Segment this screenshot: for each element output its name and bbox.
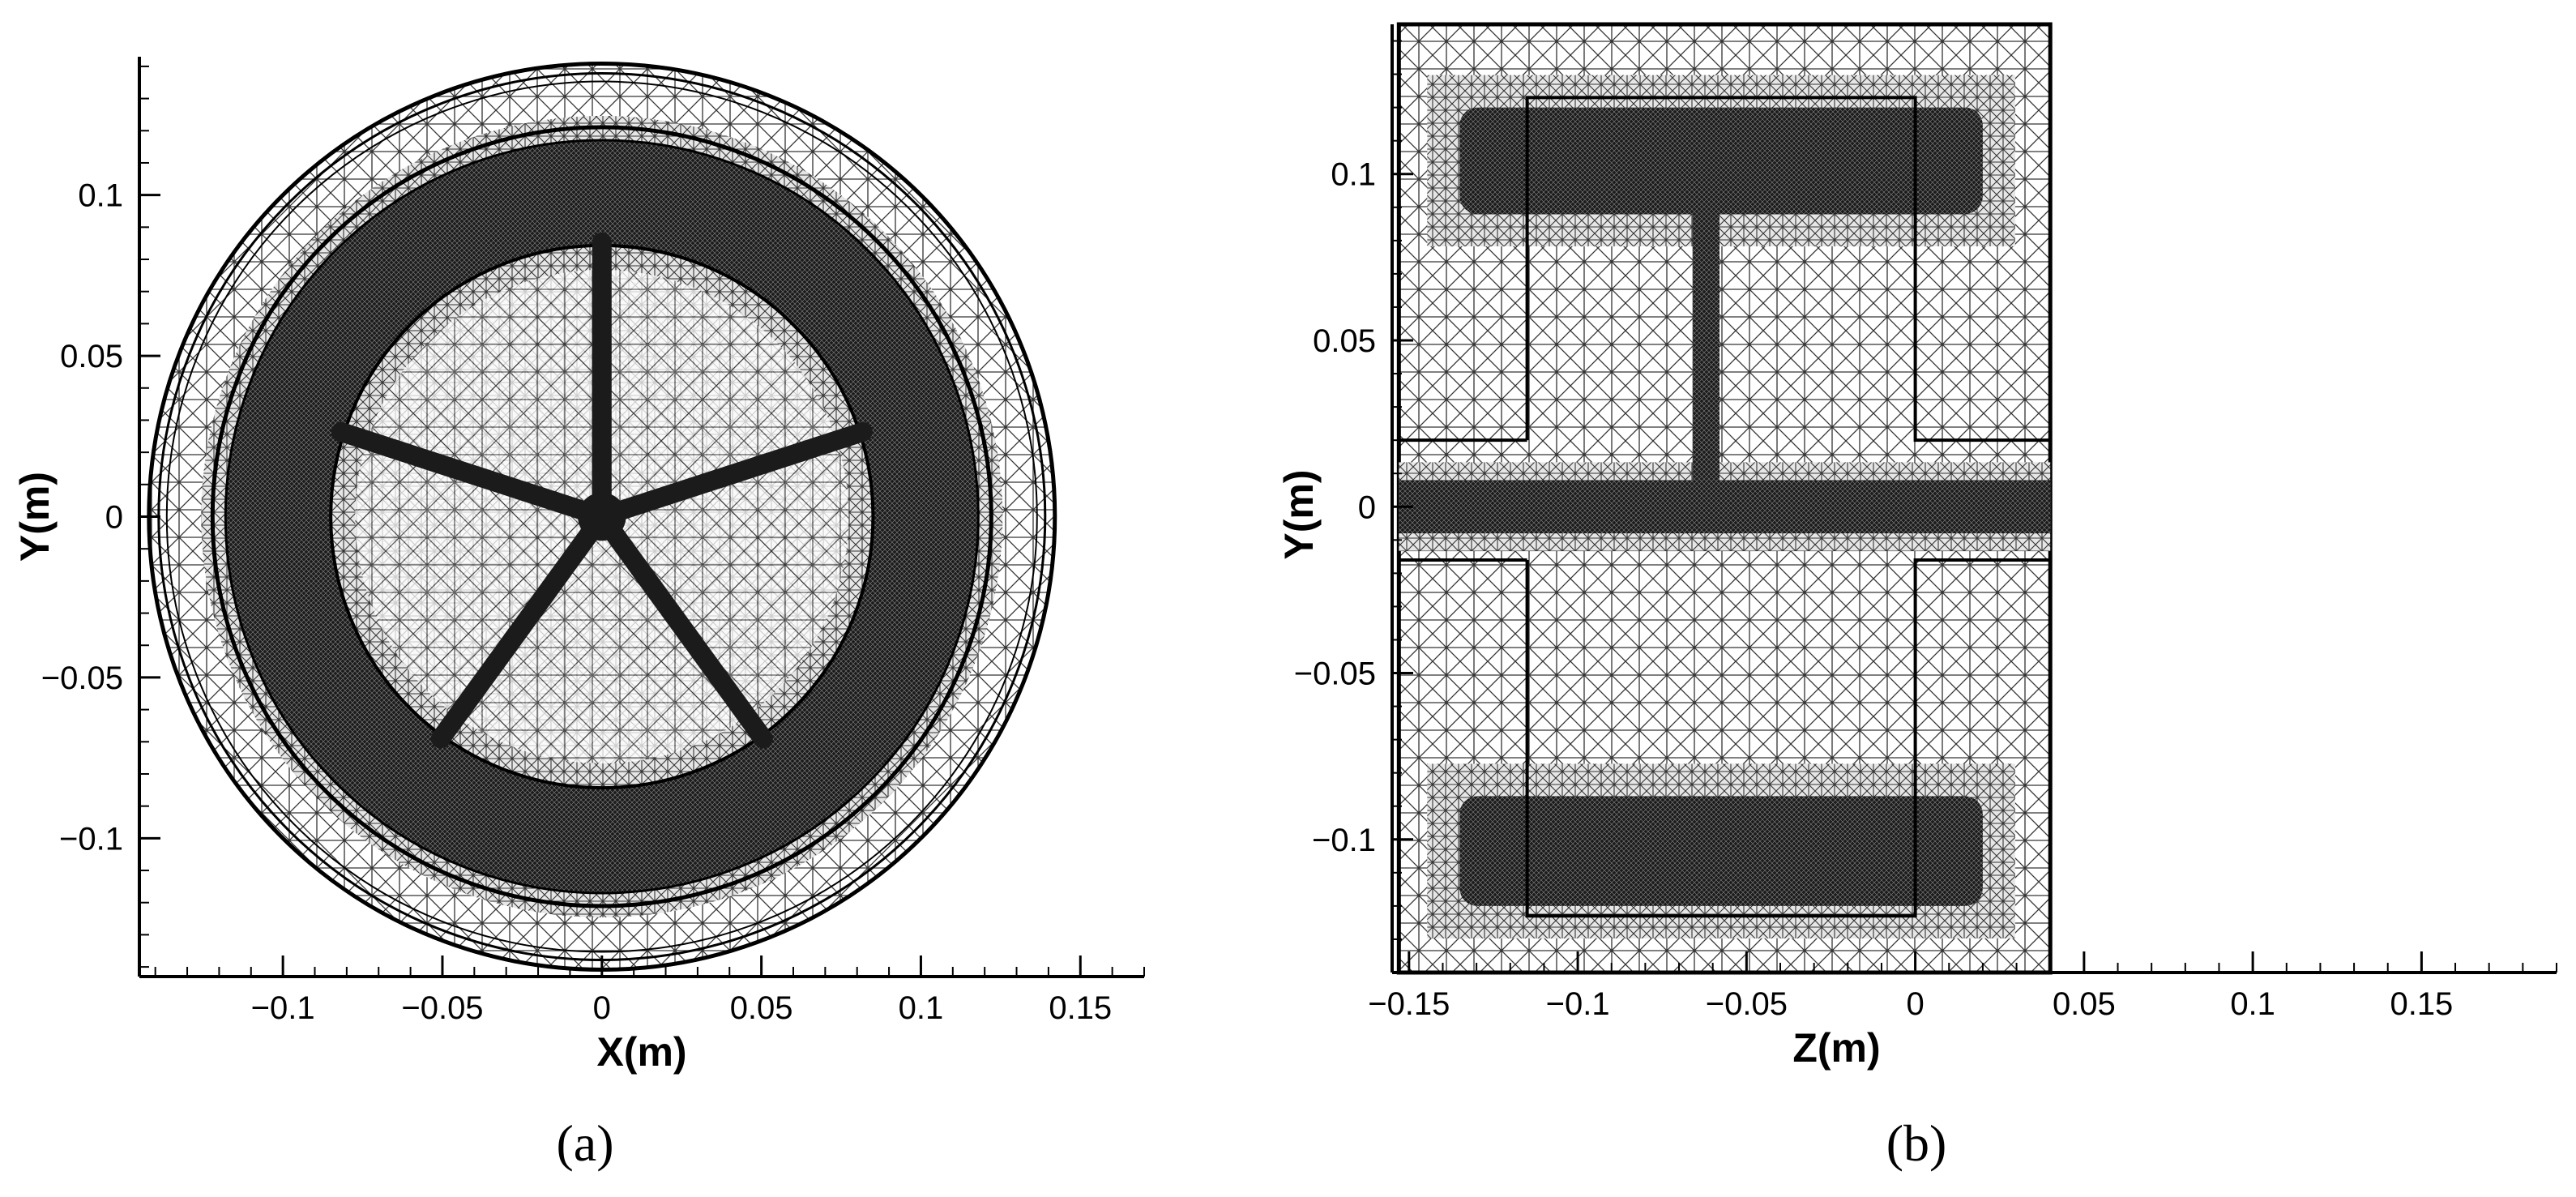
panel-b-y-tick-label: −0.05: [1294, 656, 1376, 692]
spoke: [592, 421, 873, 527]
outer-boundary-layer: [165, 80, 1038, 953]
panel-a-x-axis-title: X(m): [596, 1029, 686, 1075]
rim-bottom: [1459, 796, 1983, 906]
panel-a: −0.1 −0.05 0 0.05 0.1 0.15 0.1 0.05 0 −0.05 −0.1 X…: [12, 57, 1145, 1172]
panel-b-x-tick-label: −0.05: [1706, 986, 1788, 1022]
rim-top: [1459, 107, 1983, 214]
panel-b-x-tick-label: 0.15: [2390, 986, 2453, 1022]
panel-a-x-tick-label: −0.1: [251, 990, 315, 1026]
panel-b-x-tick-label: −0.15: [1368, 986, 1450, 1022]
panel-a-x-tick-label: 0.05: [730, 990, 793, 1026]
panel-a-y-tick-label: −0.05: [41, 660, 123, 696]
panel-a-y-axis-title: Y(m): [12, 472, 58, 562]
panel-b-x-tick-label: 0.1: [2230, 986, 2275, 1022]
panel-b: −0.15 −0.1 −0.05 0 0.05 0.1 0.15 0.1 0.05 0 −0.05 −…: [1276, 22, 2557, 1172]
hub: [578, 492, 626, 541]
panel-b-y-tick-label: 0: [1358, 489, 1376, 525]
panel-a-axes: −0.1 −0.05 0 0.05 0.1 0.15 0.1 0.05 0 −0.05 −0.1: [41, 57, 1145, 1026]
rotating-zone-outline-bottom: [1525, 558, 2051, 918]
spoke: [331, 421, 612, 527]
panel-a-y-tick-label: 0.1: [78, 178, 123, 214]
spoke: [592, 507, 773, 749]
panel-a-label: (a): [556, 1114, 613, 1172]
panel-a-y-tick-label: 0.05: [60, 339, 123, 374]
hub-band: [1399, 480, 2051, 534]
panel-b-axes: −0.15 −0.1 −0.05 0 0.05 0.1 0.15 0.1 0.05 0 −0.05 −…: [1294, 24, 2557, 1022]
panel-a-y-tick-label: −0.1: [59, 821, 123, 857]
panel-b-y-axis-title: Y(m): [1276, 469, 1322, 559]
panel-a-x-tick-label: 0.15: [1049, 990, 1112, 1026]
rotating-zone-outline-top: [1525, 96, 2051, 442]
panel-b-x-tick-label: 0: [1906, 986, 1924, 1022]
panel-b-y-tick-label: −0.1: [1312, 823, 1376, 858]
panel-b-x-axis-title: Z(m): [1792, 1025, 1880, 1071]
panel-a-y-tick-label: 0: [105, 500, 123, 536]
panel-b-y-tick-label: 0.05: [1313, 323, 1376, 359]
panel-a-x-tick-label: −0.05: [401, 990, 483, 1026]
spoke: [430, 507, 612, 749]
wheel-section-mesh: [1396, 22, 2053, 975]
panel-b-label: (b): [1886, 1114, 1947, 1172]
panel-b-x-tick-label: 0.05: [2053, 986, 2116, 1022]
panel-a-x-tick-label: 0.1: [899, 990, 944, 1026]
wheel-mesh: [147, 62, 1057, 972]
panel-b-y-tick-label: 0.1: [1331, 157, 1376, 193]
web: [1692, 214, 1720, 481]
interface-circle: [210, 125, 993, 908]
panel-b-x-tick-label: −0.1: [1546, 986, 1610, 1022]
panel-a-x-tick-label: 0: [593, 990, 611, 1026]
